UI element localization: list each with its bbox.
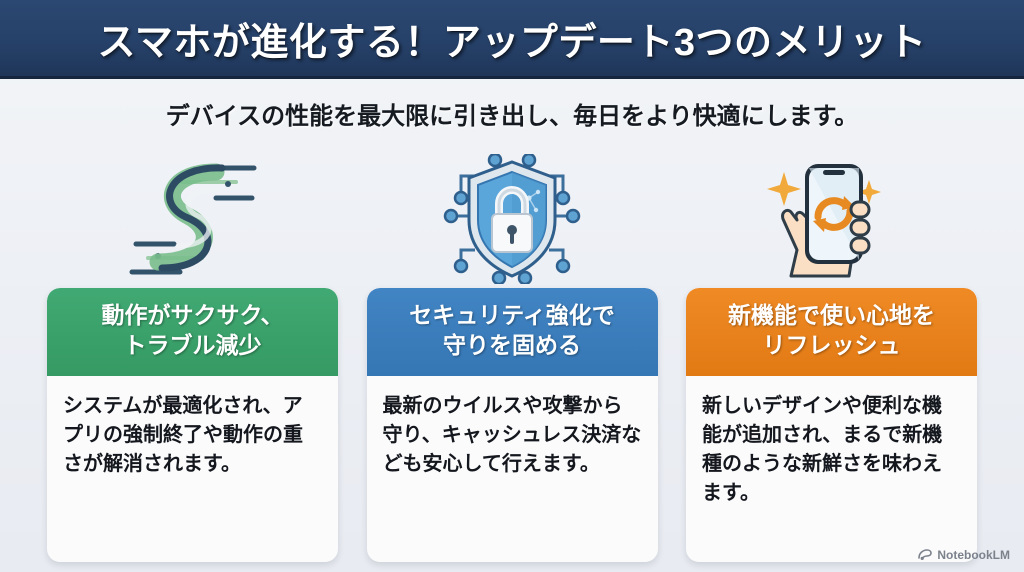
benefit-column-security: セキュリティ強化で 守りを固める 最新のウイルスや攻撃から守り、キャッシュレス決… — [366, 150, 658, 562]
hand-phone-refresh-icon — [686, 150, 977, 288]
benefit-column-speed: 動作がサクサク、 トラブル減少 システムが最適化され、アプリの強制終了や動作の重… — [47, 150, 338, 562]
watermark: NotebookLM — [918, 548, 1010, 562]
title-bar: スマホが進化する！アップデート3つのメリット — [0, 0, 1024, 79]
card-header: 動作がサクサク、 トラブル減少 — [47, 288, 338, 376]
benefit-card: セキュリティ強化で 守りを固める 最新のウイルスや攻撃から守り、キャッシュレス決… — [366, 288, 658, 562]
benefit-columns: 動作がサクサク、 トラブル減少 システムが最適化され、アプリの強制終了や動作の重… — [47, 150, 977, 562]
card-header: 新機能で使い心地を リフレッシュ — [686, 288, 977, 376]
card-header-line-1: 新機能で使い心地を — [728, 302, 935, 328]
card-header-line-1: 動作がサクサク、 — [101, 302, 284, 328]
card-body: 最新のウイルスや攻撃から守り、キャッシュレス決済なども安心して行えます。 — [382, 394, 642, 475]
sparkle — [766, 172, 881, 206]
card-header-line-1: セキュリティ強化で — [409, 302, 615, 328]
subtitle: デバイスの性能を最大限に引き出し、毎日をより快適にします。 — [165, 103, 859, 130]
card-header-line-2: 守りを固める — [443, 331, 581, 358]
page-title: スマホが進化する！アップデート3つのメリット — [97, 21, 927, 64]
card-body: 新しいデザインや便利な機能が追加され、まるで新機種のような新鮮さを味わえます。 — [702, 394, 943, 504]
notebooklm-logo-icon — [918, 549, 933, 561]
card-header: セキュリティ強化で 守りを固める — [366, 288, 658, 376]
watermark-label: NotebookLM — [937, 548, 1010, 562]
speed-s-curve-icon — [47, 150, 338, 288]
card-header-line-2: トラブル減少 — [123, 331, 262, 358]
card-header-line-2: リフレッシュ — [762, 331, 901, 358]
card-body: システムが最適化され、アプリの強制終了や動作の重さが解消されます。 — [63, 394, 303, 475]
benefit-column-newfeatures: 新機能で使い心地を リフレッシュ 新しいデザインや便利な機能が追加され、まるで新… — [686, 150, 977, 562]
benefit-card: 動作がサクサク、 トラブル減少 システムが最適化され、アプリの強制終了や動作の重… — [47, 288, 338, 562]
benefit-card: 新機能で使い心地を リフレッシュ 新しいデザインや便利な機能が追加され、まるで新… — [686, 288, 977, 562]
shield-lock-icon — [367, 150, 658, 288]
